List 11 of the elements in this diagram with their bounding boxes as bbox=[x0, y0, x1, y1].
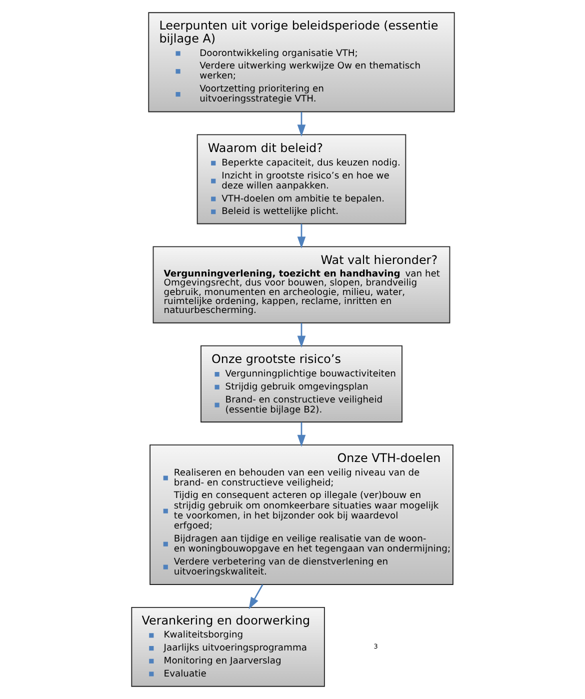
node-box: Verankering en doorwerking Kwaliteitsborging Jaarlijks uitvoeringsprogramma Monitoring en Jaarverslag Evaluatie bbox=[130, 606, 324, 687]
node-box: Onze grootste risico’s Vergunningplichtige bouwactiviteiten Strijdig gebruik omgevingsplan Brand- en constructieve veiligheid (essentie bijlage B2). bbox=[200, 345, 402, 422]
node-box: Waarom dit beleid? Beperkte capaciteit, dus keuzen nodig. Inzicht in grootste risico’s en hoe we deze willen aanpakken. VTH-doelen om ambitie te bepalen. Beleid is wettelijke plicht. bbox=[196, 134, 406, 224]
arrow bbox=[296, 112, 306, 137]
node-box: Leerpunten uit vorige beleidsperiode (essentie bijlage A) Doorontwikkeling organisatie VTH; Verdere uitwerking werkwijze Ow en thematisch werken; Voortzetting prioritering en uitvoeringsstrategie VTH. bbox=[148, 12, 454, 112]
arrow bbox=[296, 422, 306, 447]
arrow bbox=[248, 584, 263, 610]
node-box: Wat valt hieronder? Vergunningverlening, toezicht en handhaving van het Omgevingsrecht, dus voor bouwen, slopen, brandveilig gebruik, monumenten en archeologie, milieu, water, ruimtelijke ordening, kappen, reclame, inritten en natuurbescherming. bbox=[152, 246, 450, 324]
arrow bbox=[296, 323, 306, 348]
arrow bbox=[296, 224, 306, 249]
node-box: Onze VTH-doelen Realiseren en behouden van een veilig niveau van de brand- en constructieve veiligheid; Tijdig en consequent acteren op illegale (ver)bouw en strijdig gebruik om onomkeerbare situaties waar mogelijk te voorkomen, in het bijzonder ook bij waardevol erfgoed; Bijdragen aan tijdige en veilige realisatie van de woon- en woningbouwopgave en het tegengaan van ondermijning; Verdere verbetering van de dienstverlening en uitvoeringskwaliteit. bbox=[149, 444, 453, 585]
